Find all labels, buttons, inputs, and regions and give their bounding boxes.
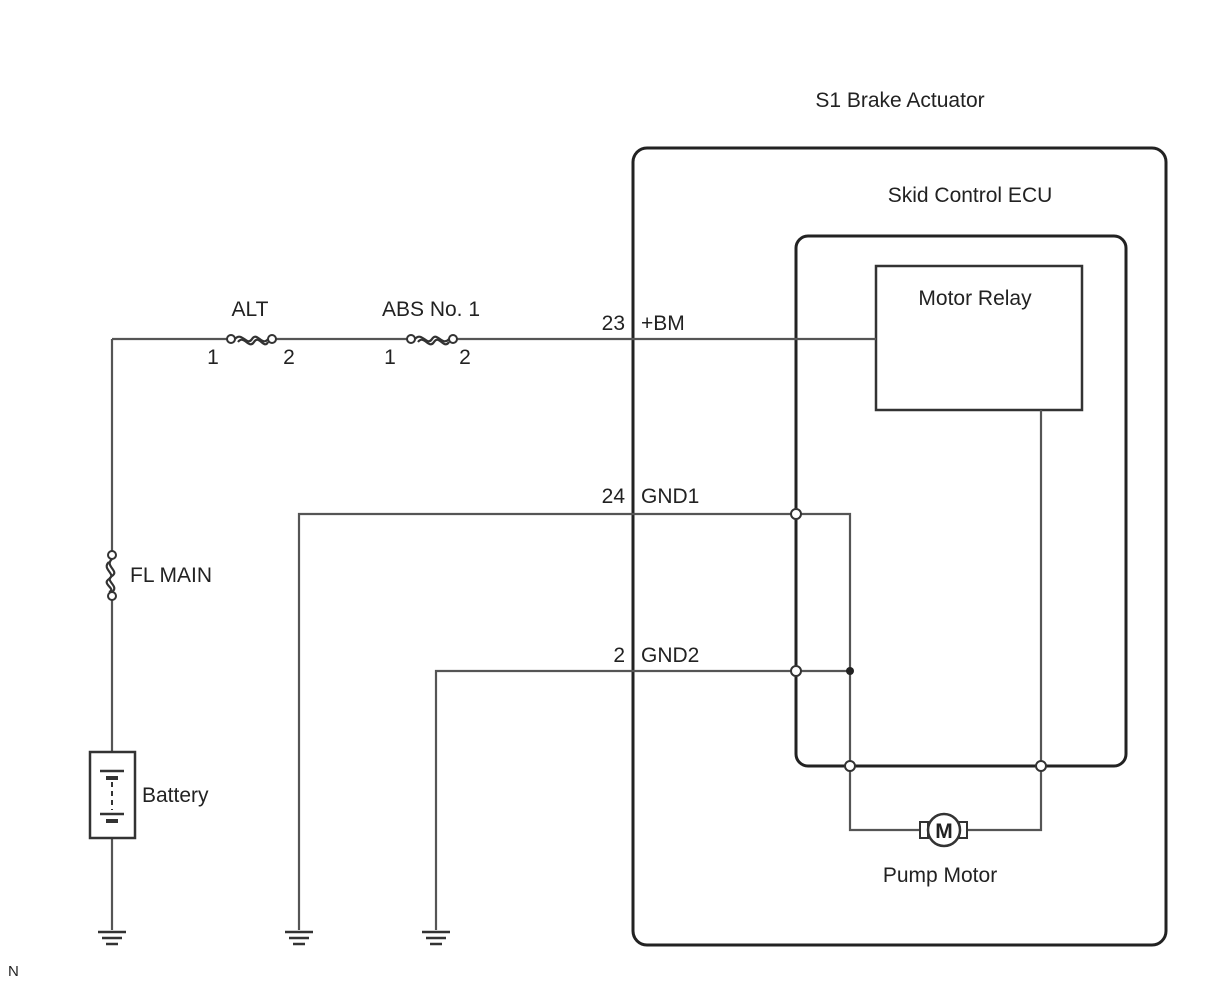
alt-pin-1: 1 [207,346,219,369]
footer-mark: N [8,963,19,980]
pump-motor-label: Pump Motor [883,864,997,887]
pump-motor-symbol-letter: M [935,820,953,843]
alt-fuse [226,334,277,346]
battery-symbol [88,750,137,840]
terminal-23-name: +BM [641,312,685,335]
relay-output-wire [968,410,1043,832]
brake-actuator-label: S1 Brake Actuator [815,89,984,112]
abs-no1-fuse [406,334,458,346]
gnd2-wire [434,669,850,930]
terminal-24-pin: 24 [602,485,626,508]
pump-motor-symbol [919,812,968,848]
gnd1-node [790,508,802,520]
ground-gnd2-icon [422,930,450,946]
gnd2-node [790,665,802,677]
skid-control-ecu-box [794,234,1128,768]
fl-main-fuse [105,550,117,601]
alt-fuse-label: ALT [232,298,269,321]
terminal-2-pin: 2 [613,644,625,667]
terminal-23-pin: 23 [602,312,625,335]
abs-pin-2: 2 [459,346,471,369]
pump-motor-ground-wire [848,766,920,832]
battery-label: Battery [142,784,209,807]
terminal-24-name: GND1 [641,485,699,508]
abs-fuse-label: ABS No. 1 [382,298,480,321]
junction-dot [846,667,854,675]
motor-relay-label: Motor Relay [918,287,1032,310]
alt-pin-2: 2 [283,346,295,369]
ground-gnd1-icon [285,930,313,946]
fl-main-label: FL MAIN [130,564,212,587]
gnd1-wire [297,512,852,930]
abs-pin-1: 1 [384,346,396,369]
brake-actuator-box [631,146,1168,947]
ground-battery-icon [98,930,126,946]
pump-right-node [1035,760,1047,772]
skid-control-ecu-label: Skid Control ECU [888,184,1053,207]
pump-left-node [844,760,856,772]
terminal-2-name: GND2 [641,644,699,667]
